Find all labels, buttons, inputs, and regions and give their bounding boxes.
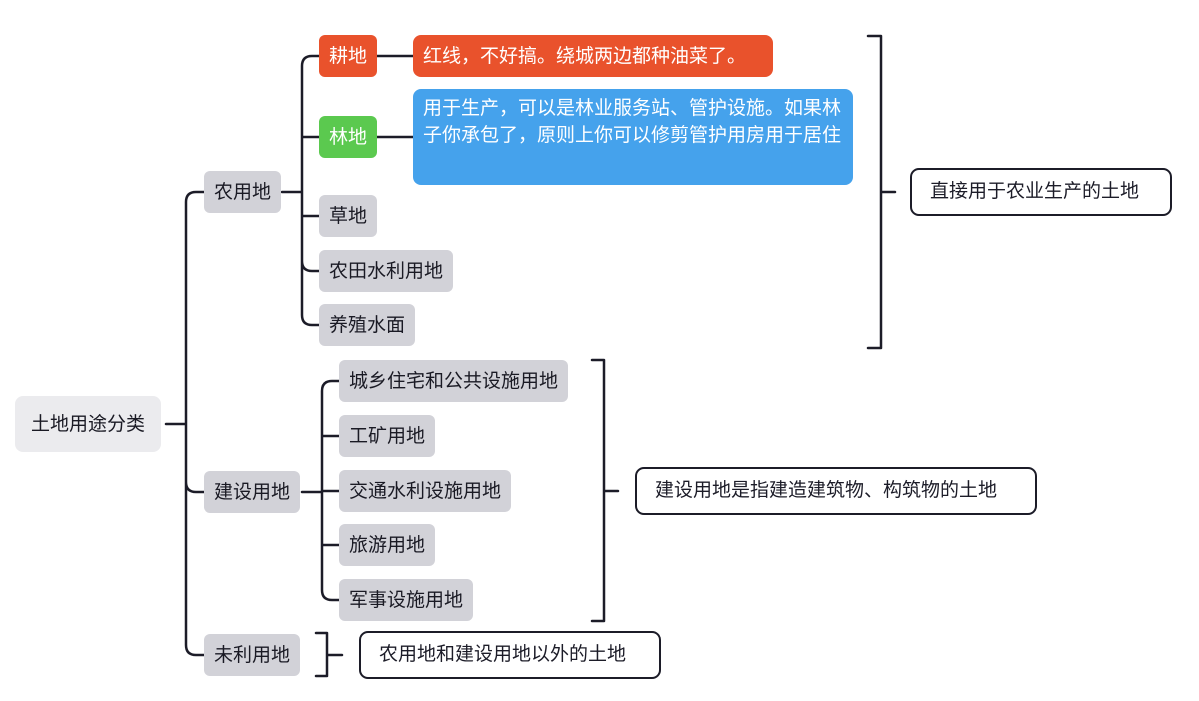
node-unused-land[interactable]: 未利用地: [204, 634, 301, 676]
node-military-facilities[interactable]: 军事设施用地: [339, 579, 474, 621]
agricultural-summary: 直接用于农业生产的土地: [910, 168, 1172, 216]
node-cultivated-land[interactable]: 耕地: [319, 35, 378, 77]
connector-construction: [300, 379, 341, 602]
forest-land-note: 用于生产，可以是林业服务站、管护设施。如果林子你承包了，原则上你可以修剪管护用房…: [413, 89, 853, 185]
node-agricultural-land[interactable]: 农用地: [204, 171, 282, 213]
node-aquaculture-water[interactable]: 养殖水面: [319, 304, 416, 346]
root-node[interactable]: 土地用途分类: [15, 396, 162, 452]
unused-summary: 农用地和建设用地以外的土地: [359, 631, 661, 679]
node-forest-land[interactable]: 林地: [319, 116, 378, 158]
node-tourism-land[interactable]: 旅游用地: [339, 524, 436, 566]
bracket-unused: [314, 631, 344, 678]
bracket-construction: [590, 358, 620, 623]
node-residential-public-facilities[interactable]: 城乡住宅和公共设施用地: [339, 360, 569, 402]
connector-agricultural: [280, 54, 321, 327]
bracket-agricultural: [866, 34, 897, 350]
node-industrial-mining[interactable]: 工矿用地: [339, 415, 436, 457]
connector-root: [164, 190, 206, 657]
construction-summary: 建设用地是指建造建筑物、构筑物的土地: [635, 467, 1037, 515]
node-grassland[interactable]: 草地: [319, 195, 378, 237]
node-farmland-water-conservancy[interactable]: 农田水利用地: [319, 250, 454, 292]
cultivated-land-note: 红线，不好搞。绕城两边都种油菜了。: [413, 35, 773, 77]
node-construction-land[interactable]: 建设用地: [204, 471, 301, 513]
node-transport-water-facilities[interactable]: 交通水利设施用地: [339, 470, 512, 512]
